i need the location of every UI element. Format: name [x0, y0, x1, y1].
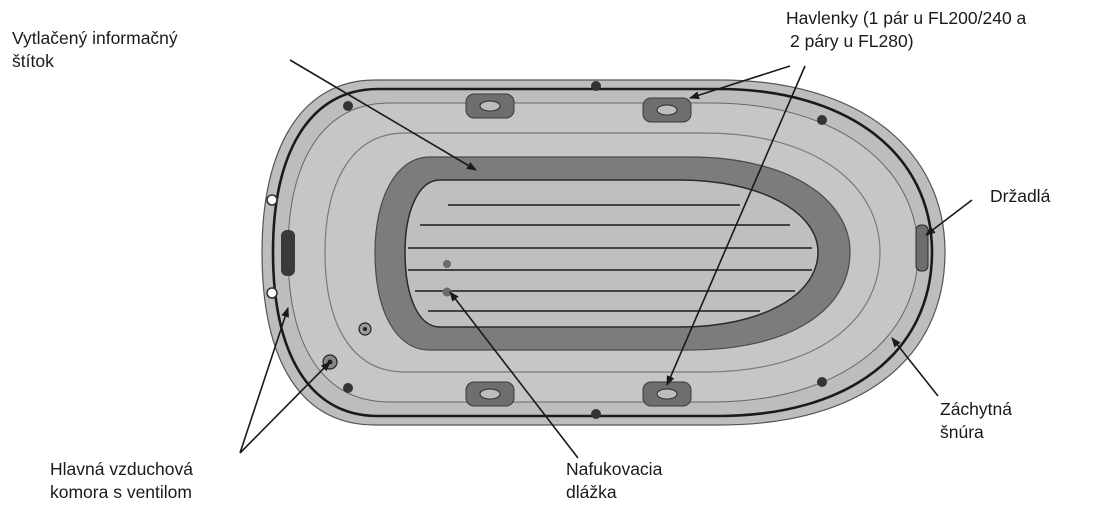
- rope-anchor: [343, 383, 353, 393]
- leader-oarlock-bottom: [666, 65, 806, 386]
- label-handles: Držadlá: [990, 186, 1051, 206]
- leader-grab-line: [891, 337, 939, 397]
- leader-handles: [925, 199, 973, 236]
- leader-info-plate: [289, 59, 477, 171]
- stern-loop: [266, 287, 278, 299]
- grab-line: [271, 87, 934, 418]
- rope-anchor: [343, 101, 353, 111]
- hull-seam: [324, 132, 881, 373]
- oarlock: [465, 93, 515, 119]
- stern-loop: [266, 194, 278, 206]
- floor-valve: [442, 287, 452, 297]
- oarlock: [642, 381, 692, 407]
- oarlock-hole: [479, 100, 501, 112]
- rope-anchor: [817, 115, 827, 125]
- leader-main-chamber-hull: [239, 307, 289, 454]
- oarlock-hole: [656, 104, 678, 116]
- inflatable-floor: [404, 179, 819, 328]
- oarlock: [465, 381, 515, 407]
- oarlock-hole: [656, 388, 678, 400]
- rope-anchor: [591, 409, 601, 419]
- valve-core: [363, 327, 367, 331]
- oarlock: [642, 97, 692, 123]
- rope-anchor: [591, 81, 601, 91]
- leader-lines: [239, 59, 973, 459]
- floor-valve: [443, 260, 451, 268]
- handle-stern: [281, 230, 295, 276]
- floor-slats: [408, 204, 812, 312]
- handle-bow: [915, 224, 929, 272]
- leader-main-chamber: [239, 361, 331, 454]
- leader-oarlock-top: [689, 65, 791, 100]
- rope-anchor: [817, 377, 827, 387]
- oarlock-hole: [479, 388, 501, 400]
- fittings: [266, 81, 929, 419]
- leader-floor: [449, 291, 579, 459]
